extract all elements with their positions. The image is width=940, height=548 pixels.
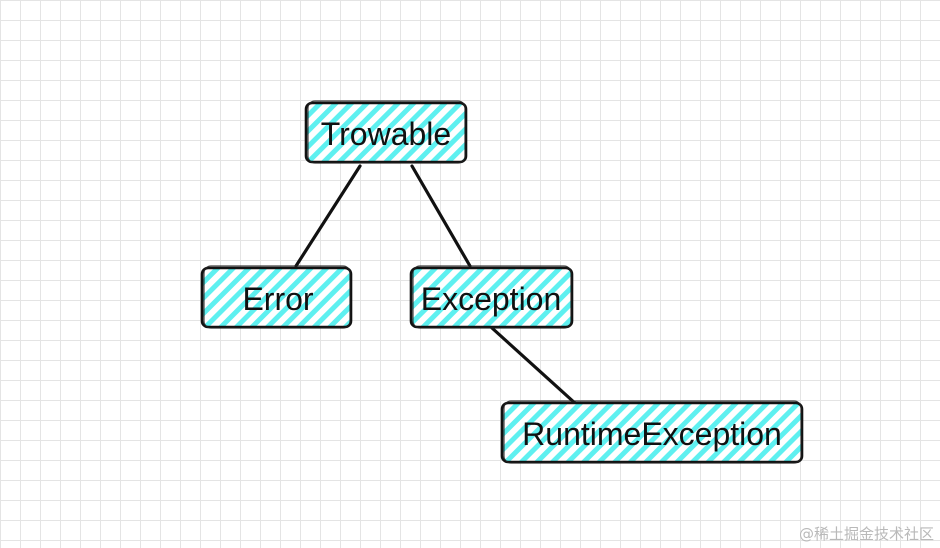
node-error[interactable]: Error (200, 265, 353, 329)
edge-trowable-error (294, 164, 362, 268)
node-exception-label: Exception (421, 281, 562, 317)
node-error-label: Error (242, 281, 313, 317)
node-runtime-exception[interactable]: RuntimeException (500, 400, 804, 464)
edge-trowable-exception (410, 164, 472, 268)
node-trowable[interactable]: Trowable (304, 100, 468, 164)
watermark: @稀土掘金技术社区 (798, 525, 934, 543)
node-runtime-exception-label: RuntimeException (522, 416, 782, 452)
edge-exception-runtime (490, 326, 578, 406)
node-exception[interactable]: Exception (409, 265, 574, 329)
node-trowable-label: Trowable (321, 116, 451, 152)
